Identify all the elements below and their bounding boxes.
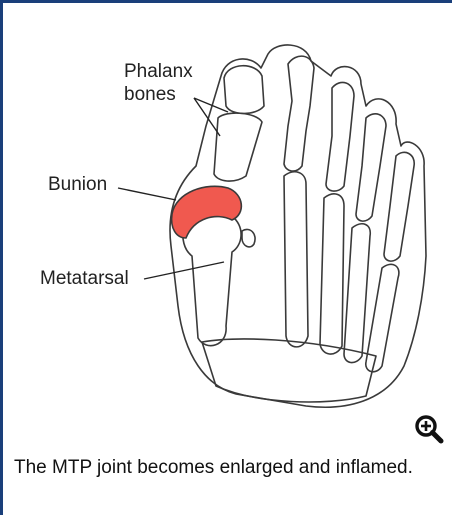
- bunion-label: Bunion: [48, 174, 107, 195]
- phalanx-label-line2: bones: [124, 84, 176, 105]
- fifth-toe-phalanges: [384, 152, 414, 261]
- sesamoid-bone: [242, 229, 255, 246]
- second-toe-phalanges: [284, 56, 314, 171]
- big-toe-proximal-phalanx: [214, 113, 262, 181]
- figure-caption: The MTP joint becomes enlarged and infla…: [14, 456, 434, 480]
- foot-bones-illustration: Phalanx bones Bunion Metatarsal: [6, 6, 446, 446]
- fifth-metatarsal-bone: [366, 264, 399, 371]
- fourth-toe-phalanges: [356, 114, 386, 221]
- metatarsal-pointer-line: [144, 262, 224, 279]
- metatarsal-label: Metatarsal: [40, 268, 129, 289]
- fourth-metatarsal-bone: [344, 224, 370, 363]
- bunion-highlight: [172, 186, 242, 238]
- tarsal-bones: [202, 339, 376, 402]
- bunion-pointer-line: [118, 188, 176, 200]
- magnify-plus-icon[interactable]: [414, 414, 444, 444]
- third-toe-phalanges: [326, 82, 354, 191]
- phalanx-label-line1: Phalanx: [124, 61, 193, 82]
- first-metatarsal-bone: [183, 211, 241, 346]
- third-metatarsal-bone: [320, 194, 344, 354]
- second-metatarsal-bone: [284, 172, 308, 347]
- foot-bones-svg: Phalanx bones Bunion Metatarsal: [6, 6, 446, 446]
- big-toe-distal-phalanx: [224, 66, 264, 114]
